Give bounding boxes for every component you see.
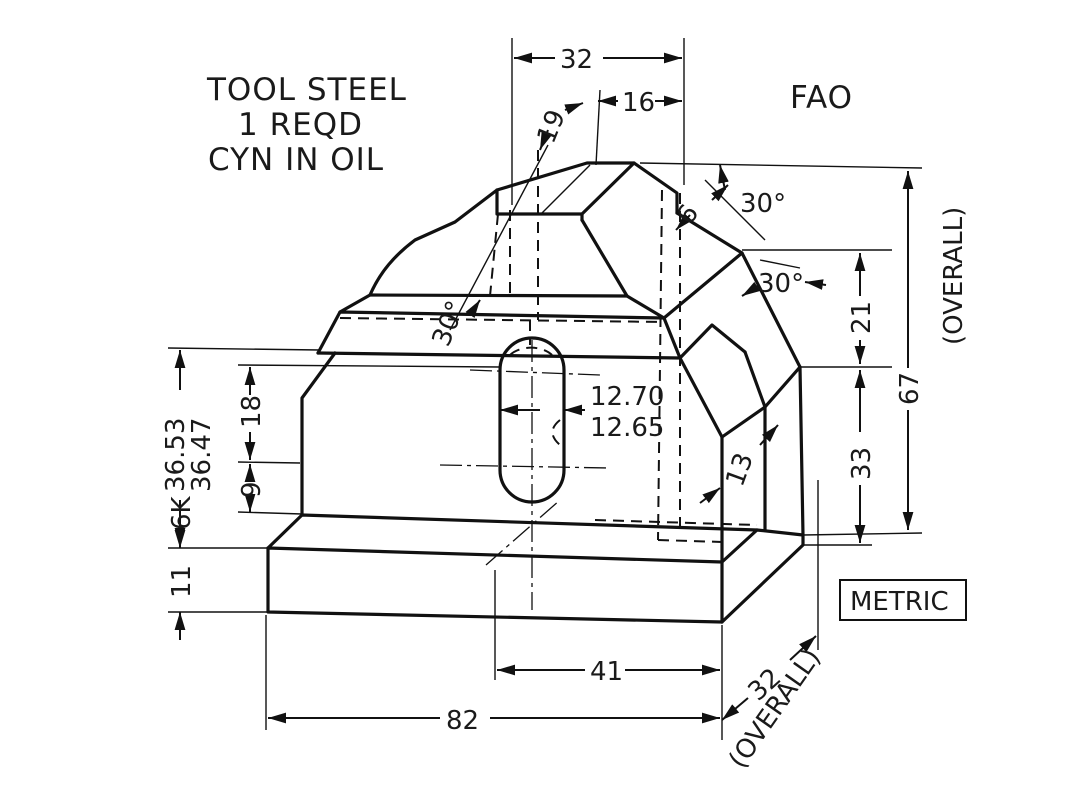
slot-width-lower: 12.65 xyxy=(590,413,664,443)
hidden-lines xyxy=(339,150,758,543)
angle-30-right: 30° xyxy=(758,269,804,299)
angle-30-upper: 30° xyxy=(740,189,786,219)
tolerance-lower: 36.47 xyxy=(187,418,217,492)
dim-21: 21 xyxy=(847,301,877,334)
body-block xyxy=(300,161,805,564)
metric-label: METRIC xyxy=(850,587,949,617)
center-lines xyxy=(439,340,611,610)
slot xyxy=(498,336,566,504)
dim-41: 41 xyxy=(590,657,623,687)
quantity-note: 1 REQD xyxy=(238,107,363,143)
treatment-note: CYN IN OIL xyxy=(208,142,384,178)
dim-overall-depth: (OVERALL) xyxy=(723,644,827,774)
dim-18: 18 xyxy=(237,395,267,428)
dim-33: 33 xyxy=(847,447,877,480)
slot-width-upper: 12.70 xyxy=(590,382,664,412)
dim-13: 13 xyxy=(720,449,760,490)
slot-hidden xyxy=(509,346,561,446)
metric-box xyxy=(839,579,967,621)
dim-16: 16 xyxy=(622,88,655,118)
dim-6k: 6K xyxy=(167,495,197,530)
dim-32-top: 32 xyxy=(560,45,593,75)
dim-11: 11 xyxy=(167,565,197,598)
dim-9: 9 xyxy=(237,481,267,498)
base-plate xyxy=(266,513,805,624)
dim-19: 19 xyxy=(532,106,572,148)
tolerance-upper: 36.53 xyxy=(161,418,191,492)
dim-overall-vertical: (OVERALL) xyxy=(939,207,969,345)
dimension-lines xyxy=(174,52,914,724)
dim-67: 67 xyxy=(895,372,925,405)
material-note: TOOL STEEL xyxy=(206,72,407,108)
angle-30-left: 30° xyxy=(427,297,472,351)
dim-82: 82 xyxy=(446,706,479,736)
finish-note: FAO xyxy=(790,80,853,116)
